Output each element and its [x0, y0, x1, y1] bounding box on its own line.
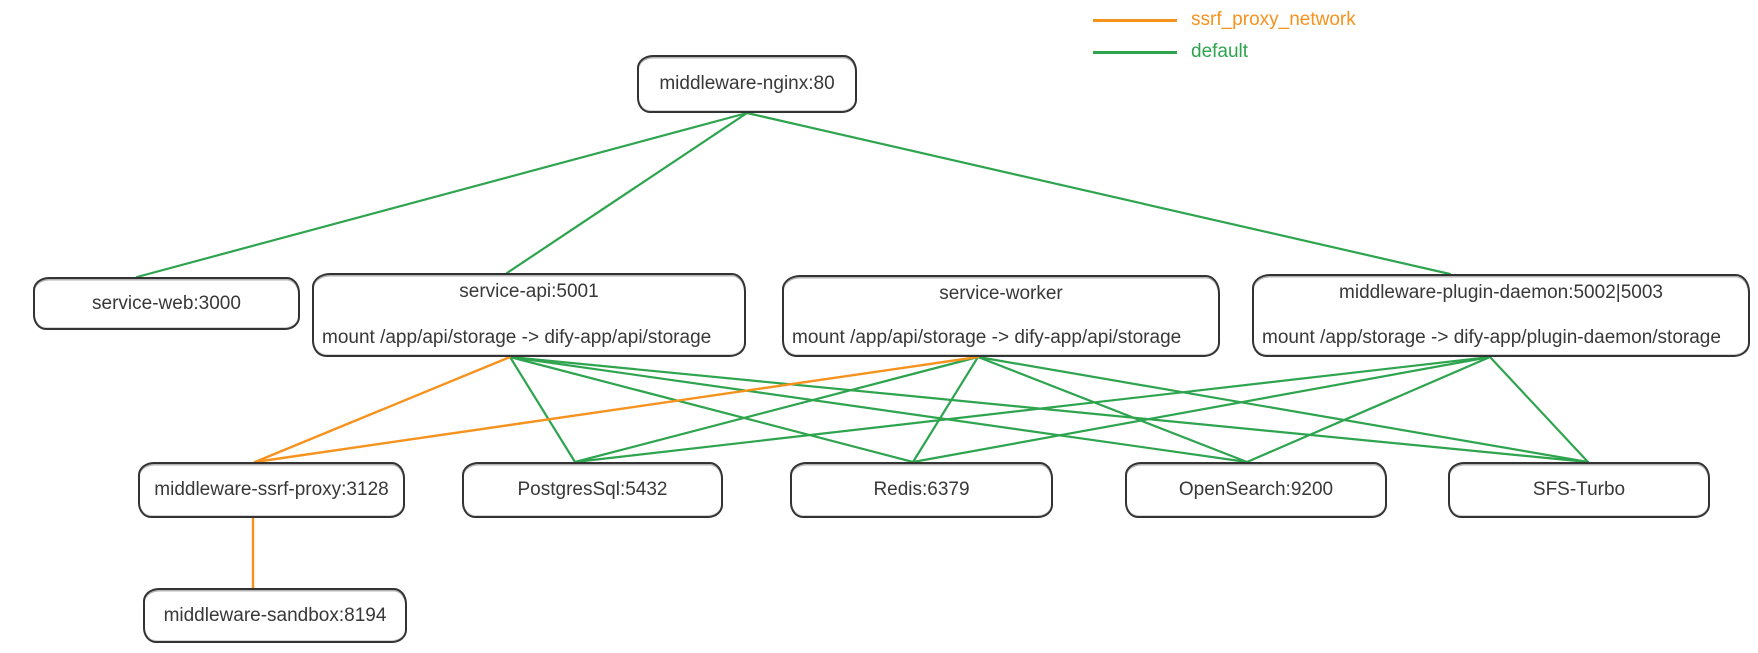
node-mount-label: mount /app/api/storage -> dify-app/api/s… — [792, 327, 1182, 348]
node-mount-label: mount /app/api/storage -> dify-app/api/s… — [322, 327, 712, 348]
edge-middleware-nginx-to-service-api — [505, 111, 749, 275]
node-middleware-ssrf-proxy: middleware-ssrf-proxy:3128 — [138, 462, 405, 518]
edge-service-api-to-opensearch — [508, 355, 1249, 464]
edge-middleware-nginx-to-service-web — [135, 111, 749, 279]
node-label: middleware-nginx:80 — [659, 73, 835, 94]
node-label: service-worker — [939, 283, 1063, 304]
node-middleware-plugin-daemon: middleware-plugin-daemon:5002|5003 mount… — [1252, 274, 1750, 357]
node-service-worker: service-worker mount /app/api/storage ->… — [782, 275, 1220, 357]
node-label: middleware-plugin-daemon:5002|5003 — [1339, 282, 1663, 303]
node-redis: Redis:6379 — [790, 462, 1053, 518]
node-postgressql: PostgresSql:5432 — [462, 462, 723, 518]
legend-line-orange — [1093, 18, 1177, 22]
node-middleware-nginx: middleware-nginx:80 — [637, 55, 857, 113]
edge-middleware-plugin-daemon-to-sfs-turbo — [1488, 355, 1590, 464]
node-mount-label: mount /app/storage -> dify-app/plugin-da… — [1262, 327, 1721, 348]
node-label: Redis:6379 — [873, 479, 970, 500]
node-sfs-turbo: SFS-Turbo — [1448, 462, 1710, 518]
node-label: PostgresSql:5432 — [517, 479, 668, 500]
legend-item-default: default — [1093, 36, 1356, 68]
edge-service-worker-to-opensearch — [976, 355, 1249, 464]
legend-line-green — [1093, 50, 1177, 54]
legend: ssrf_proxy_network default — [1093, 4, 1356, 68]
node-service-api: service-api:5001 mount /app/api/storage … — [312, 273, 746, 357]
edge-middleware-plugin-daemon-to-redis — [911, 355, 1492, 464]
edge-service-api-to-redis — [508, 355, 915, 464]
legend-label: ssrf_proxy_network — [1191, 9, 1356, 30]
legend-label: default — [1191, 41, 1249, 62]
node-label: service-web:3000 — [92, 292, 241, 314]
edge-service-api-to-middleware-ssrf-proxy — [253, 355, 512, 464]
edge-service-api-to-sfs-turbo — [508, 355, 1590, 464]
node-label: SFS-Turbo — [1532, 479, 1626, 500]
edge-service-worker-to-postgressql — [573, 355, 980, 464]
edge-middleware-plugin-daemon-to-postgressql — [573, 355, 1492, 464]
edge-service-api-to-postgressql — [508, 355, 577, 464]
node-middleware-sandbox: middleware-sandbox:8194 — [143, 588, 407, 643]
node-label: service-api:5001 — [459, 281, 599, 302]
node-opensearch: OpenSearch:9200 — [1125, 462, 1387, 518]
edge-service-worker-to-middleware-ssrf-proxy — [253, 355, 980, 464]
edge-middleware-plugin-daemon-to-opensearch — [1245, 355, 1492, 464]
edge-service-worker-to-sfs-turbo — [976, 355, 1590, 464]
edge-service-worker-to-redis — [911, 355, 980, 464]
edge-middleware-nginx-to-middleware-plugin-daemon — [745, 111, 1452, 276]
node-label: middleware-ssrf-proxy:3128 — [154, 479, 389, 500]
node-service-web: service-web:3000 — [33, 277, 300, 330]
node-label: OpenSearch:9200 — [1178, 479, 1334, 500]
legend-item-ssrf-proxy-network: ssrf_proxy_network — [1093, 4, 1356, 36]
node-label: middleware-sandbox:8194 — [163, 604, 387, 626]
